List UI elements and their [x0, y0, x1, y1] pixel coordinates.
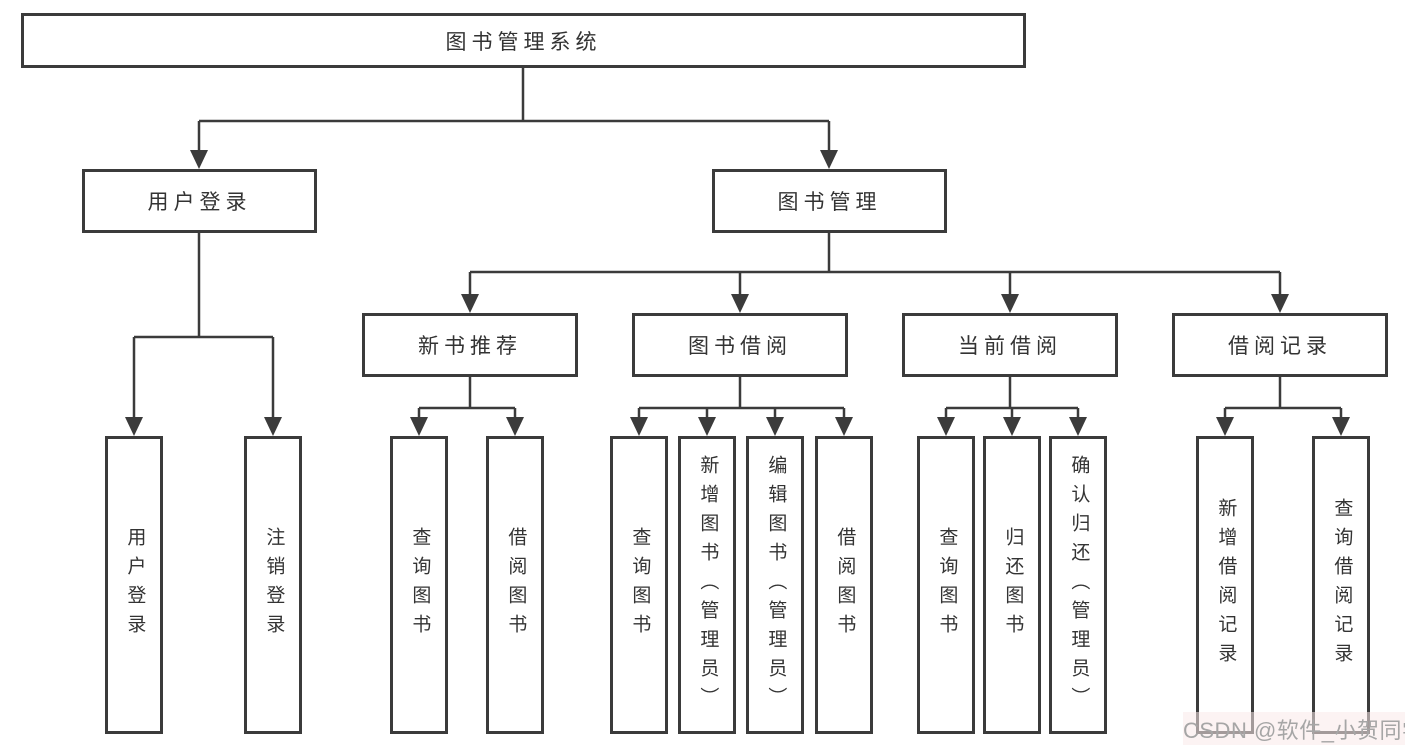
leaf-borrow-books-1: 借阅图书 [486, 436, 544, 734]
node-label: 新书推荐 [418, 335, 522, 358]
node-label: 确认归还（管理员） [1068, 454, 1090, 716]
node-label: 图书借阅 [688, 335, 792, 358]
leaf-return-book: 归还图书 [983, 436, 1041, 734]
node-book-management-branch: 图书管理 [712, 169, 947, 233]
node-label: 用户登录 [147, 191, 252, 214]
leaf-add-borrow-record: 新增借阅记录 [1196, 436, 1254, 734]
node-label: 查询图书 [409, 527, 431, 643]
connector-current-borrow-children [937, 377, 1087, 436]
leaf-query-borrow-record: 查询借阅记录 [1312, 436, 1370, 734]
node-label: 查询借阅记录 [1331, 498, 1353, 672]
node-new-book-recommend: 新书推荐 [362, 313, 578, 377]
node-library-management-system: 图书管理系统 [21, 13, 1026, 68]
connector-book-management-children [461, 233, 1289, 313]
leaf-query-books-2: 查询图书 [610, 436, 668, 734]
csdn-watermark: CSDN @软件_小贺同学 [1183, 712, 1405, 745]
node-label: 新增借阅记录 [1215, 498, 1237, 672]
node-label: 用户登录 [124, 527, 146, 643]
connector-borrow-record-children [1216, 377, 1350, 436]
node-label: 借阅图书 [834, 527, 856, 643]
connector-new-book-children [410, 377, 524, 436]
leaf-edit-book-admin: 编辑图书（管理员） [746, 436, 804, 734]
leaf-add-book-admin: 新增图书（管理员） [678, 436, 736, 734]
connector-book-borrow-children [630, 377, 853, 436]
node-current-borrowing: 当前借阅 [902, 313, 1118, 377]
node-label: 图书管理 [777, 191, 882, 214]
connector-user-login-children [125, 233, 282, 436]
node-label: 注销登录 [263, 527, 285, 643]
node-label: 借阅记录 [1228, 335, 1332, 358]
node-borrowing-records: 借阅记录 [1172, 313, 1388, 377]
node-label: 图书管理系统 [445, 30, 602, 54]
leaf-query-books-3: 查询图书 [917, 436, 975, 734]
node-book-borrowing: 图书借阅 [632, 313, 848, 377]
leaf-confirm-return-admin: 确认归还（管理员） [1049, 436, 1107, 734]
node-label: 新增图书（管理员） [697, 454, 719, 716]
node-label: 当前借阅 [958, 335, 1062, 358]
leaf-query-books-1: 查询图书 [390, 436, 448, 734]
node-user-login-branch: 用户登录 [82, 169, 317, 233]
node-label: 查询图书 [629, 527, 651, 643]
node-label: 归还图书 [1002, 527, 1024, 643]
connector-root-to-branches [190, 68, 838, 169]
node-label: 借阅图书 [505, 527, 527, 643]
leaf-borrow-books-2: 借阅图书 [815, 436, 873, 734]
leaf-logout: 注销登录 [244, 436, 302, 734]
node-label: 编辑图书（管理员） [765, 454, 787, 716]
node-label: 查询图书 [936, 527, 958, 643]
leaf-user-login: 用户登录 [105, 436, 163, 734]
